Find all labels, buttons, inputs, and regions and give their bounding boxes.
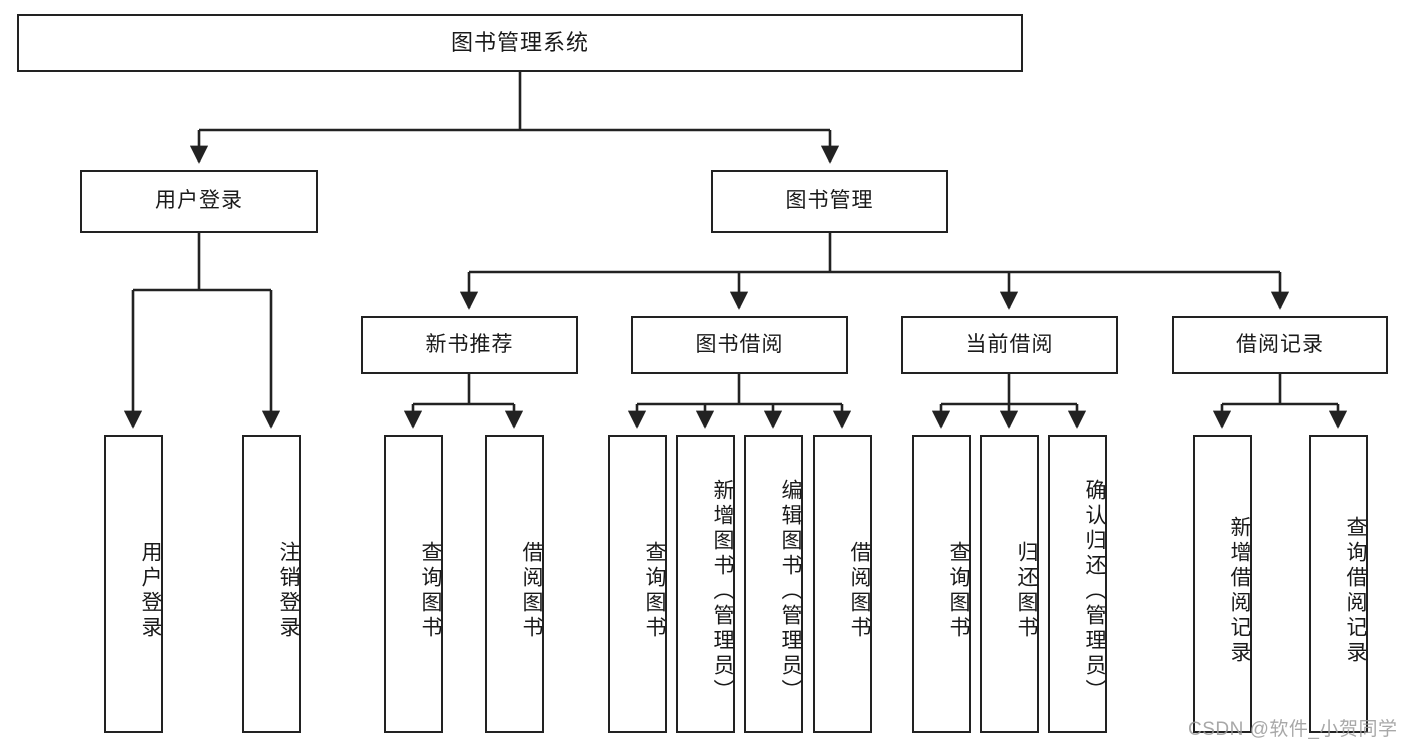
node-root-book-management-system[interactable]: 图书管理系统 [17,14,1023,72]
node-label: 当前借阅 [965,332,1054,356]
node-label: 编辑图书（管理员） [779,478,802,704]
node-label: 查询借阅记录 [1344,516,1367,666]
node-label: 借阅图书 [520,541,543,641]
node-label: 查询图书 [643,541,666,641]
node-label: 图书管理系统 [450,30,589,56]
node-label: 新书推荐 [425,332,514,356]
leaf-user-login-login[interactable]: 用户登录 [104,435,163,733]
leaf-borrow-edit-book-admin[interactable]: 编辑图书（管理员） [744,435,803,733]
node-label: 图书借阅 [695,332,784,356]
leaf-new-book-query-book[interactable]: 查询图书 [384,435,443,733]
node-label: 归还图书 [1015,541,1038,641]
node-label: 新增借阅记录 [1228,516,1251,666]
node-user-login[interactable]: 用户登录 [80,170,318,233]
leaf-current-confirm-return-admin[interactable]: 确认归还（管理员） [1048,435,1107,733]
leaf-current-query-book[interactable]: 查询图书 [912,435,971,733]
leaf-record-query-borrow-record[interactable]: 查询借阅记录 [1309,435,1368,733]
leaf-new-book-borrow-book[interactable]: 借阅图书 [485,435,544,733]
node-label: 用户登录 [139,541,162,641]
leaf-borrow-borrow-book[interactable]: 借阅图书 [813,435,872,733]
node-borrowing-record[interactable]: 借阅记录 [1172,316,1388,374]
node-label: 查询图书 [419,541,442,641]
node-label: 查询图书 [947,541,970,641]
node-label: 注销登录 [277,541,300,641]
node-label: 新增图书（管理员） [711,478,734,704]
node-label: 确认归还（管理员） [1083,478,1106,704]
leaf-borrow-add-book-admin[interactable]: 新增图书（管理员） [676,435,735,733]
node-book-management[interactable]: 图书管理 [711,170,948,233]
node-label: 用户登录 [155,189,243,213]
node-label: 图书管理 [785,189,874,213]
node-book-borrowing[interactable]: 图书借阅 [631,316,848,374]
node-label: 借阅记录 [1236,332,1324,356]
leaf-current-return-book[interactable]: 归还图书 [980,435,1039,733]
node-new-book-recommendation[interactable]: 新书推荐 [361,316,578,374]
node-current-borrowing[interactable]: 当前借阅 [901,316,1118,374]
leaf-borrow-query-book[interactable]: 查询图书 [608,435,667,733]
node-label: 借阅图书 [848,541,871,641]
leaf-user-login-logout[interactable]: 注销登录 [242,435,301,733]
leaf-record-add-borrow-record[interactable]: 新增借阅记录 [1193,435,1252,733]
